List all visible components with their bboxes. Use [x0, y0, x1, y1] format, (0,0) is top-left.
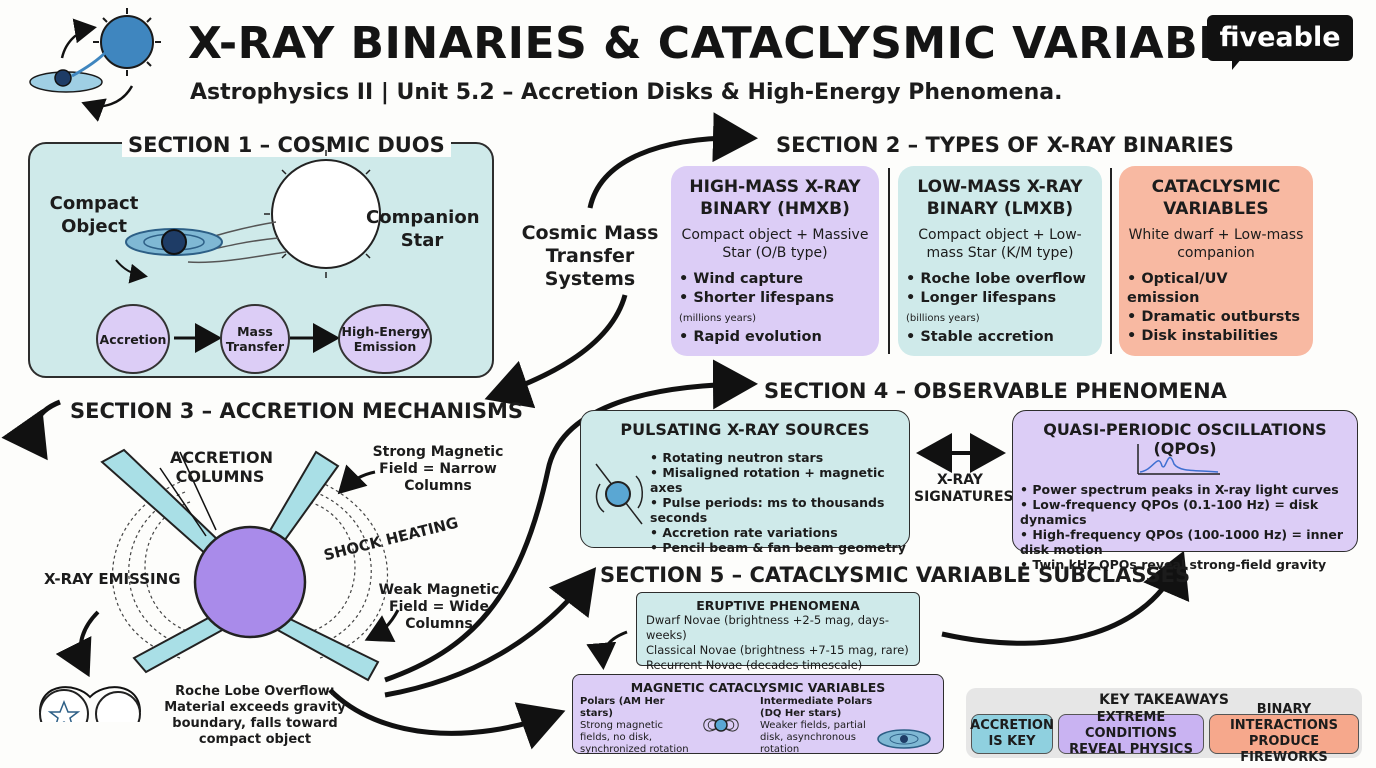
lmxb-bullets: Roche lobe overflow Longer lifespans (bi…	[906, 270, 1094, 347]
hmxb-card: HIGH-MASS X-RAY BINARY (HMXB) Compact ob…	[671, 166, 879, 356]
logo-speech-tail	[1232, 58, 1252, 70]
flow-accretion-label: Accretion	[99, 331, 167, 347]
column-divider	[1110, 168, 1112, 354]
xray-signatures-label: X-RAY SIGNATURES	[914, 472, 1014, 505]
cv-desc: White dwarf + Low-mass companion	[1128, 227, 1304, 261]
hmxb-desc: Compact object + Massive Star (O/B type)	[681, 227, 869, 261]
xray-emissing-label: X-RAY EMISSING	[44, 570, 181, 588]
section4-heading: SECTION 4 – OBSERVABLE PHENOMENA	[764, 379, 1227, 403]
qpo-bullet: High-frequency QPOs (100-1000 Hz) = inne…	[1020, 527, 1356, 557]
section3-heading: SECTION 3 – ACCRETION MECHANISMS	[70, 399, 523, 423]
cv-card: CATACLYSMIC VARIABLES White dwarf + Low-…	[1119, 166, 1313, 356]
takeaway-extreme-conditions: EXTREME CONDITIONS REVEAL PHYSICS	[1058, 710, 1204, 757]
eruptive-line: Classical Novae (brightness +7-15 mag, r…	[646, 643, 909, 657]
takeaway-binary-interactions: BINARY INTERACTIONS PRODUCE FIREWORKS	[1209, 702, 1359, 765]
polars-title: Polars (AM Her stars)	[580, 696, 665, 719]
ip-title: Intermediate Polars (DQ Her stars)	[760, 696, 873, 719]
column-divider	[888, 168, 890, 354]
section1-heading: SECTION 1 – COSMIC DUOS	[122, 133, 451, 157]
lmxb-bullet: Stable accretion	[906, 328, 1094, 347]
fiveable-logo[interactable]: fiveable	[1207, 15, 1353, 61]
section5-heading: SECTION 5 – CATACLYSMIC VARIABLE SUBCLAS…	[600, 563, 1191, 587]
hmxb-bullet: Rapid evolution	[679, 328, 871, 347]
section2-heading: SECTION 2 – TYPES OF X-RAY BINARIES	[776, 133, 1234, 157]
qpo-bullet: Twin kHz QPOs reveal strong-field gravit…	[1020, 557, 1356, 572]
lmxb-bullet-text: Longer lifespans	[920, 290, 1057, 306]
intermediate-polars-block: Intermediate Polars (DQ Her stars) Weake…	[760, 696, 886, 756]
lmxb-lifespan-note: (billions years)	[906, 313, 980, 324]
binary-illustration	[115, 150, 388, 353]
magnetic-cv-title: MAGNETIC CATACLYSMIC VARIABLES	[630, 680, 886, 695]
flow-accretion: Accretion	[96, 304, 170, 374]
flow-high-energy-label: High-Energy Emission	[341, 324, 429, 354]
eruptive-line: Recurrent Novae (decades timescale)	[646, 658, 863, 672]
pulsar-icon	[595, 463, 643, 525]
qpo-title: QUASI-PERIODIC OSCILLATIONS (QPOs)	[1043, 420, 1327, 458]
pulsating-bullet: Rotating neutron stars	[650, 450, 910, 465]
ip-disk-icon	[877, 729, 931, 749]
lmxb-desc: Compact object + Low-mass Star (K/M type…	[918, 227, 1082, 261]
hmxb-lifespan-note: (millions years)	[679, 313, 757, 324]
lmxb-title: LOW-MASS X-RAY BINARY (LMXB)	[917, 177, 1083, 219]
hmxb-bullet: Shorter lifespans (millions years)	[679, 289, 871, 328]
eruptive-lines: Dwarf Novae (brightness +2-5 mag, days-w…	[646, 613, 916, 673]
cosmic-mass-transfer-label: Cosmic Mass Transfer Systems	[521, 222, 659, 290]
lmxb-bullet: Longer lifespans (billions years)	[906, 289, 1094, 328]
binary-system-icon	[29, 8, 161, 122]
lmxb-bullet: Roche lobe overflow	[906, 270, 1094, 289]
cv-bullets: Optical/UV emission Dramatic outbursts D…	[1127, 270, 1305, 346]
hmxb-title: HIGH-MASS X-RAY BINARY (HMXB)	[689, 177, 861, 219]
page-subtitle: Astrophysics II | Unit 5.2 – Accretion D…	[190, 80, 1063, 105]
qpo-bullet: Low-frequency QPOs (0.1-100 Hz) = disk d…	[1020, 497, 1356, 527]
pulsating-bullet: Accretion rate variations	[650, 525, 910, 540]
qpo-bullets: Power spectrum peaks in X-ray light curv…	[1020, 482, 1356, 572]
eruptive-card	[636, 592, 920, 666]
polars-block: Polars (AM Her stars) Strong magnetic fi…	[580, 696, 694, 756]
roche-overflow-label: Roche Lobe Overflow: Material exceeds gr…	[164, 684, 346, 747]
hmxb-bullets: Wind capture Shorter lifespans (millions…	[679, 270, 871, 347]
pulsating-bullet: Misaligned rotation + magnetic axes	[650, 465, 910, 495]
flow-mass-transfer-label: Mass Transfer	[225, 324, 285, 354]
takeaway-text: BINARY INTERACTIONS PRODUCE FIREWORKS	[1229, 702, 1339, 765]
strong-field-label: Strong Magnetic Field = Narrow Columns	[372, 444, 504, 494]
pulsating-bullet: Pencil beam & fan beam geometry	[650, 540, 910, 555]
takeaway-text: ACCRETION IS KEY	[970, 718, 1054, 749]
cv-bullet: Optical/UV emission	[1127, 270, 1305, 308]
pulsating-bullets: Rotating neutron stars Misaligned rotati…	[650, 450, 910, 555]
compact-object-label: Compact Object	[49, 193, 139, 237]
takeaways-heading: KEY TAKEAWAYS	[1099, 692, 1229, 708]
hmxb-bullet-text: Shorter lifespans	[693, 290, 835, 306]
eruptive-line: Dwarf Novae (brightness +2-5 mag, days-w…	[646, 613, 889, 642]
pulsating-title: PULSATING X-RAY SOURCES	[620, 420, 870, 439]
flow-high-energy-emission: High-Energy Emission	[338, 304, 432, 374]
accretion-column-illustration	[39, 448, 389, 722]
cv-title: CATACLYSMIC VARIABLES	[1151, 177, 1281, 219]
cv-bullet: Dramatic outbursts	[1127, 308, 1305, 327]
takeaway-text: EXTREME CONDITIONS REVEAL PHYSICS	[1069, 710, 1193, 757]
flow-mass-transfer: Mass Transfer	[220, 304, 290, 374]
companion-star-label: Companion Star	[366, 207, 480, 251]
hmxb-bullet: Wind capture	[679, 270, 871, 289]
polars-desc: Strong magnetic fields, no disk, synchro…	[580, 720, 689, 755]
ip-desc: Weaker fields, partial disk, asynchronou…	[760, 720, 866, 755]
accretion-columns-label: ACCRETION COLUMNS	[170, 448, 273, 486]
page-title: X-RAY BINARIES & CATACLYSMIC VARIABLES	[188, 18, 1290, 69]
pulsating-bullet: Pulse periods: ms to thousands seconds	[650, 495, 910, 525]
polar-field-icon	[703, 718, 739, 732]
cv-bullet: Disk instabilities	[1127, 327, 1305, 346]
eruptive-title: ERUPTIVE PHENOMENA	[696, 598, 860, 613]
weak-field-label: Weak Magnetic Field = Wide Columns	[378, 582, 500, 632]
power-spectrum-icon	[1137, 444, 1220, 475]
takeaway-accretion: ACCRETION IS KEY	[970, 714, 1054, 754]
lmxb-card: LOW-MASS X-RAY BINARY (LMXB) Compact obj…	[898, 166, 1102, 356]
qpo-bullet: Power spectrum peaks in X-ray light curv…	[1020, 482, 1356, 497]
